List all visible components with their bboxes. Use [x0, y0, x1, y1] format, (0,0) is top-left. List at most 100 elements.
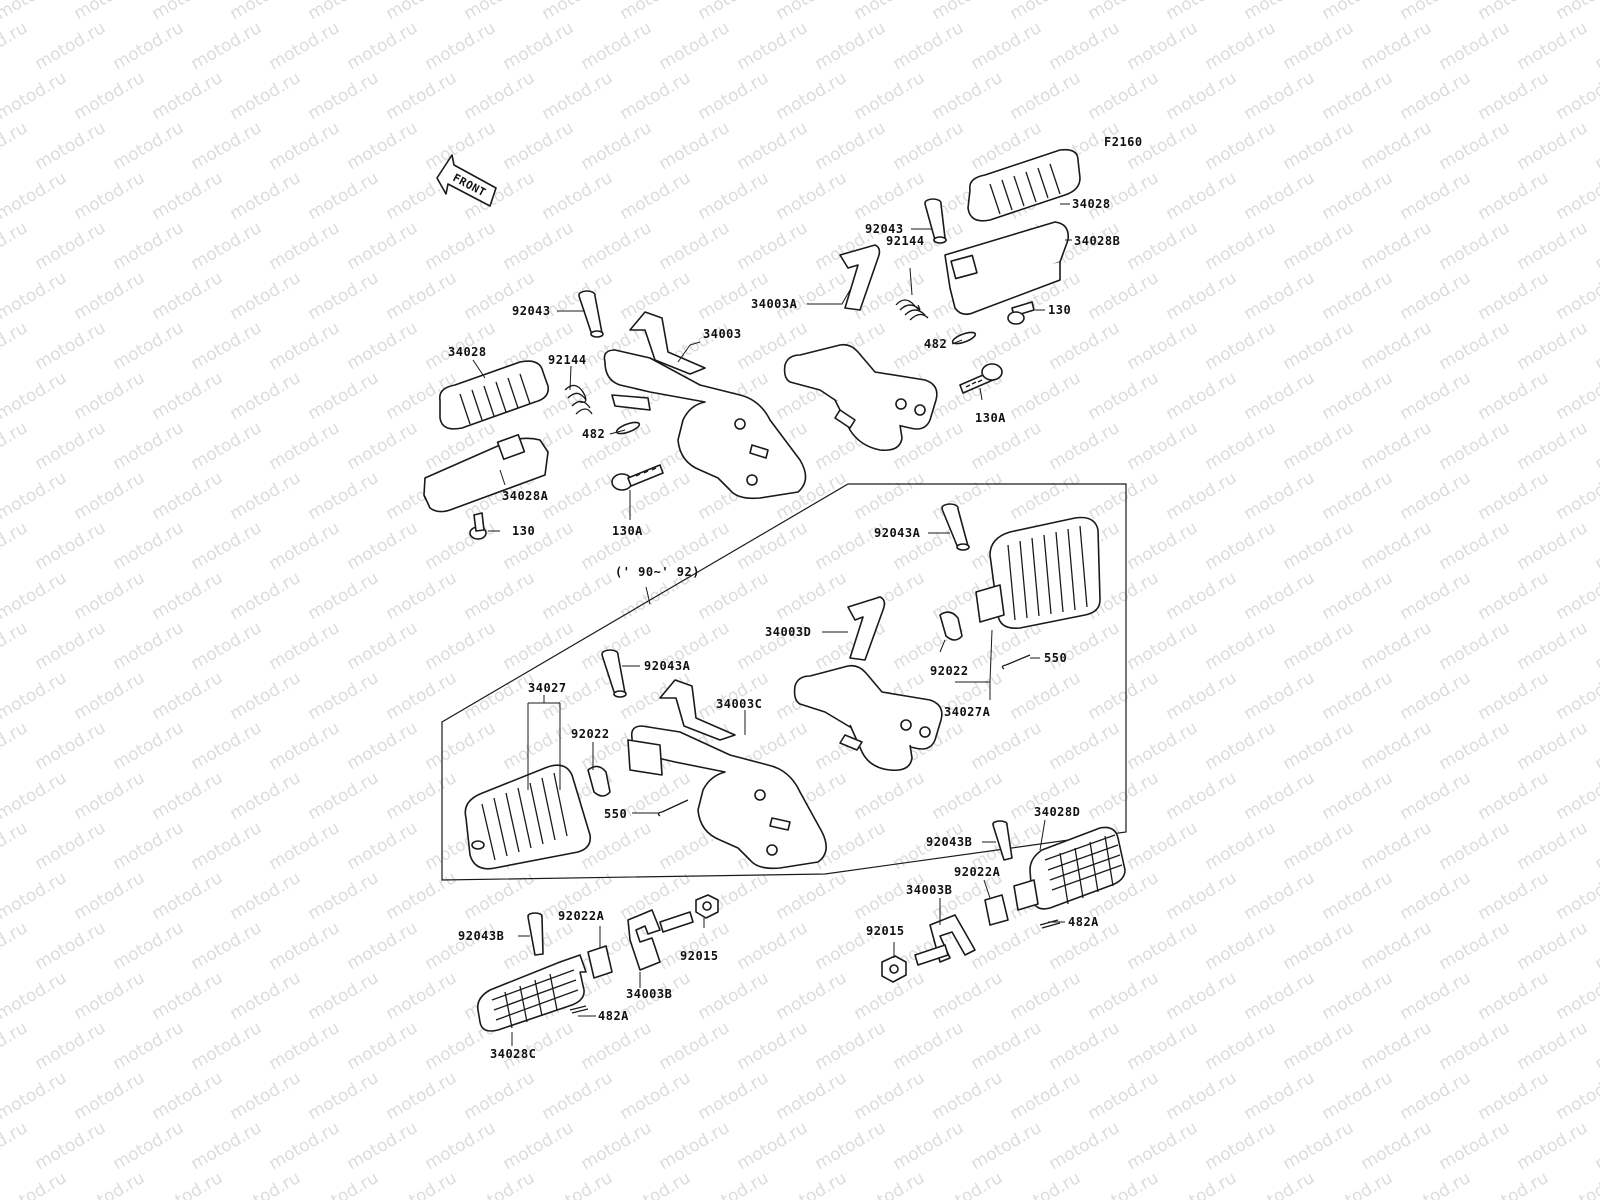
pin-92043-left [579, 291, 603, 337]
watermark-text: motod.ru [1553, 868, 1600, 924]
watermark-text: motod.ru [1007, 1168, 1085, 1200]
watermark-text: motod.ru [344, 218, 422, 274]
watermark-text: motod.ru [1319, 468, 1397, 524]
watermark-text: motod.ru [578, 1118, 656, 1174]
watermark-text: motod.ru [1319, 168, 1397, 224]
watermark-text: motod.ru [1085, 0, 1163, 24]
watermark-text: motod.ru [734, 518, 812, 574]
watermark-text: motod.ru [188, 218, 266, 274]
watermark-text: motod.ru [1241, 968, 1319, 1024]
watermark-text: motod.ru [734, 218, 812, 274]
watermark-text: motod.ru [1163, 168, 1241, 224]
watermark-text: motod.ru [1124, 718, 1202, 774]
watermark-text: motod.ru [1397, 1168, 1475, 1200]
watermark-text: motod.ru [305, 868, 383, 924]
watermark-text: motod.ru [617, 1168, 695, 1200]
watermark-text: motod.ru [1397, 868, 1475, 924]
watermark-text: motod.ru [344, 618, 422, 674]
watermark-text: motod.ru [1163, 568, 1241, 624]
watermark-text: motod.ru [1124, 218, 1202, 274]
watermark-text: motod.ru [539, 1168, 617, 1200]
label-130A: 130A [612, 524, 643, 538]
label-92022: 92022 [930, 664, 969, 678]
watermark-text: motod.ru [1358, 118, 1436, 174]
watermark-text: motod.ru [1163, 668, 1241, 724]
watermark-text: motod.ru [1280, 718, 1358, 774]
watermark-text: motod.ru [1241, 368, 1319, 424]
watermark-text: motod.ru [149, 568, 227, 624]
watermark-text: motod.ru [344, 918, 422, 974]
watermark-text: motod.ru [305, 168, 383, 224]
watermark-text: motod.ru [110, 618, 188, 674]
watermark-text: motod.ru [227, 768, 305, 824]
watermark-text: motod.ru [383, 968, 461, 1024]
watermark-text: motod.ru [1124, 1118, 1202, 1174]
watermark-text: motod.ru [578, 818, 656, 874]
watermark-text: motod.ru [110, 218, 188, 274]
watermark-text: motod.ru [734, 1018, 812, 1074]
watermark-text: motod.ru [344, 418, 422, 474]
watermark-text: motod.ru [305, 0, 383, 24]
watermark-text: motod.ru [578, 1018, 656, 1074]
watermark-text: motod.ru [0, 668, 70, 724]
watermark-text: motod.ru [812, 1118, 890, 1174]
label-34028B: 34028B [1074, 234, 1120, 248]
watermark-text: motod.ru [461, 68, 539, 124]
watermark-text: motod.ru [1124, 1018, 1202, 1074]
watermark-text: motod.ru [149, 468, 227, 524]
watermark-text: motod.ru [1319, 368, 1397, 424]
collar-92022A-right [985, 895, 1008, 925]
watermark-text: motod.ru [1397, 668, 1475, 724]
watermark-text: motod.ru [1007, 1068, 1085, 1124]
watermark-text: motod.ru [1124, 518, 1202, 574]
watermark-text: motod.ru [1553, 568, 1600, 624]
watermark-text: motod.ru [1202, 918, 1280, 974]
watermark-text: motod.ru [305, 768, 383, 824]
label-130: 130 [1048, 303, 1071, 317]
watermark-text: motod.ru [1436, 718, 1514, 774]
watermark-text: motod.ru [617, 0, 695, 24]
watermark-text: motod.ru [71, 1068, 149, 1124]
watermark-text: motod.ru [1592, 618, 1600, 674]
watermark-text: motod.ru [1436, 118, 1514, 174]
watermark-text: motod.ru [110, 1018, 188, 1074]
watermark-text: motod.ru [1358, 418, 1436, 474]
watermark-text: motod.ru [1436, 18, 1514, 74]
watermark-text: motod.ru [929, 1068, 1007, 1124]
watermark-text: motod.ru [1397, 268, 1475, 324]
watermark-text: motod.ru [227, 568, 305, 624]
watermark-text: motod.ru [1124, 18, 1202, 74]
watermark-text: motod.ru [1046, 18, 1124, 74]
watermark-text: motod.ru [461, 868, 539, 924]
watermark-text: motod.ru [539, 68, 617, 124]
watermark-text: motod.ru [539, 168, 617, 224]
watermark-text: motod.ru [188, 18, 266, 74]
watermark-text: motod.ru [968, 18, 1046, 74]
watermark-text: motod.ru [32, 618, 110, 674]
watermark-text: motod.ru [149, 768, 227, 824]
watermark-text: motod.ru [0, 368, 70, 424]
watermark-text: motod.ru [110, 1118, 188, 1174]
watermark-text: motod.ru [695, 0, 773, 24]
watermark-text: motod.ru [773, 168, 851, 224]
watermark-text: motod.ru [1475, 0, 1553, 24]
watermark-text: motod.ru [1397, 68, 1475, 124]
watermark-text: motod.ru [71, 168, 149, 224]
watermark-text: motod.ru [1319, 268, 1397, 324]
watermark-text: motod.ru [1202, 18, 1280, 74]
watermark-text: motod.ru [1475, 68, 1553, 124]
watermark-text: motod.ru [1202, 218, 1280, 274]
watermark-text: motod.ru [0, 168, 70, 224]
watermark-text: motod.ru [383, 568, 461, 624]
watermark-text: motod.ru [110, 918, 188, 974]
watermark-text: motod.ru [266, 1118, 344, 1174]
watermark-text: motod.ru [1280, 618, 1358, 674]
watermark-text: motod.ru [1241, 168, 1319, 224]
watermark-text: motod.ru [1202, 1018, 1280, 1074]
watermark-text: motod.ru [0, 68, 70, 124]
diagram-code: F2160 [1104, 135, 1143, 149]
watermark-text: motod.ru [71, 468, 149, 524]
watermark-text: motod.ru [1553, 1068, 1600, 1124]
label-34027: 34027 [528, 681, 567, 695]
